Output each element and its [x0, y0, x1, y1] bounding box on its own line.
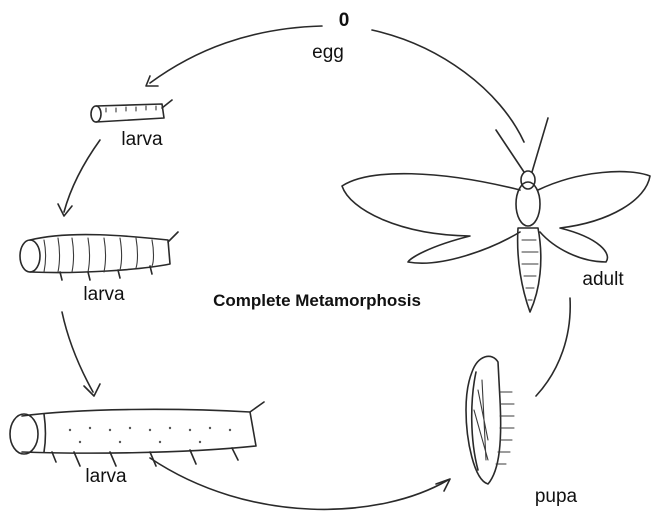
egg-illustration: 0 [339, 10, 350, 31]
arrow-larva2-to-larva3 [62, 312, 93, 392]
egg-label: egg [312, 42, 344, 63]
larva-label-2: larva [83, 284, 125, 305]
larva-label-1: larva [121, 129, 163, 150]
arrow-pupa-to-adult [536, 298, 570, 396]
arrow-adult-to-egg [372, 30, 524, 142]
larva-small-illustration [91, 100, 172, 122]
cycle-arrows [58, 26, 570, 509]
pupa-illustration [466, 356, 514, 484]
pupa-label: pupa [535, 486, 578, 507]
diagram-title: Complete Metamorphosis [213, 291, 421, 310]
larva-large-illustration [10, 402, 264, 466]
arrow-egg-to-larva1 [150, 26, 322, 83]
adult-label: adult [582, 269, 624, 290]
larva-medium-illustration [20, 232, 178, 280]
arrow-larva3-to-pupa [150, 458, 448, 509]
egg-glyph: 0 [339, 10, 350, 31]
larva-label-3: larva [85, 466, 127, 487]
arrow-larva1-to-larva2 [64, 140, 100, 212]
